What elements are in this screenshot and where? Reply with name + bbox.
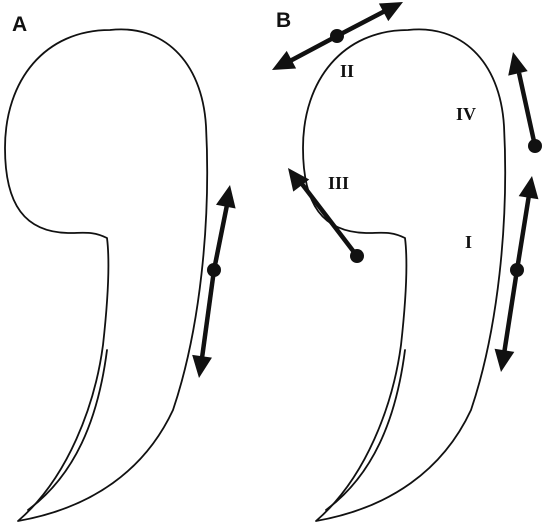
panel-a-cell-outline: [4, 28, 209, 522]
panel-b-inner-curve: [325, 349, 406, 511]
region-label-iii: III: [328, 173, 349, 193]
panel-b: B I II III IV: [267, 0, 542, 522]
panel-a: A: [4, 13, 240, 522]
panel-a-letter: A: [12, 13, 27, 36]
panel-b-letter: B: [276, 9, 291, 32]
region-label-ii: II: [340, 61, 354, 81]
panel-b-arrow-double-right: [491, 174, 542, 374]
panel-a-inner-curve: [27, 349, 108, 511]
panel-b-arrow-single-right: [503, 49, 542, 153]
panel-a-arrow: [189, 183, 240, 380]
panel-b-arrow-single-left: [280, 161, 364, 263]
region-label-i: I: [465, 232, 472, 252]
panel-b-arrow-top: [267, 0, 408, 79]
region-label-iv: IV: [456, 104, 476, 124]
